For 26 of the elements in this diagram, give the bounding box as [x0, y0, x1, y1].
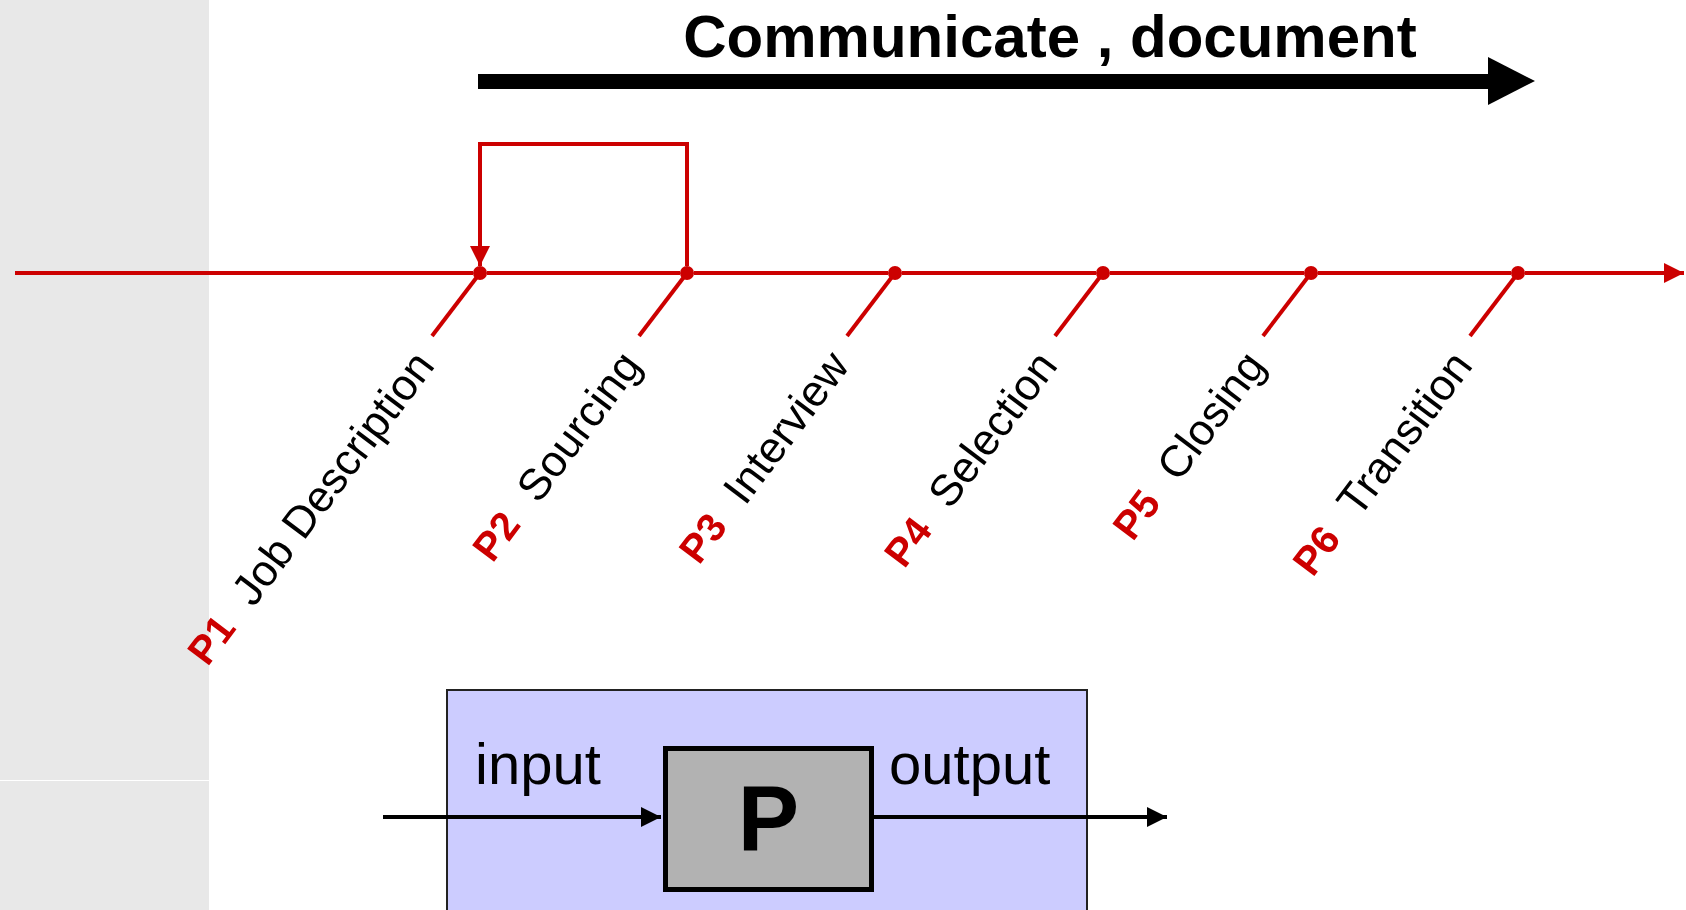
arrow — [383, 807, 661, 827]
feedback-arrow — [470, 142, 689, 266]
step-dot — [473, 266, 487, 280]
step-number: P2 — [465, 504, 527, 568]
arrow — [1525, 263, 1684, 283]
step-number: P3 — [671, 506, 734, 570]
connector-line — [694, 271, 888, 275]
connector-line — [1110, 271, 1304, 275]
step-number: P5 — [1105, 482, 1167, 547]
step-dot — [680, 266, 694, 280]
arrow — [872, 807, 1167, 827]
process-box — [663, 746, 874, 892]
step-dot — [1511, 266, 1525, 280]
step-dot — [888, 266, 902, 280]
connector-line — [487, 271, 680, 275]
title: Communicate , document — [682, 4, 1418, 70]
connector-line — [902, 271, 1096, 275]
step-number: P1 — [180, 607, 242, 672]
connector-line — [1318, 271, 1511, 275]
connector-line — [15, 271, 473, 275]
process-label: P — [737, 773, 800, 865]
process-panel — [446, 689, 1088, 910]
step-dot — [1304, 266, 1318, 280]
step-number: P6 — [1285, 518, 1348, 582]
step-number: P4 — [877, 510, 939, 574]
step-dot — [1096, 266, 1110, 280]
